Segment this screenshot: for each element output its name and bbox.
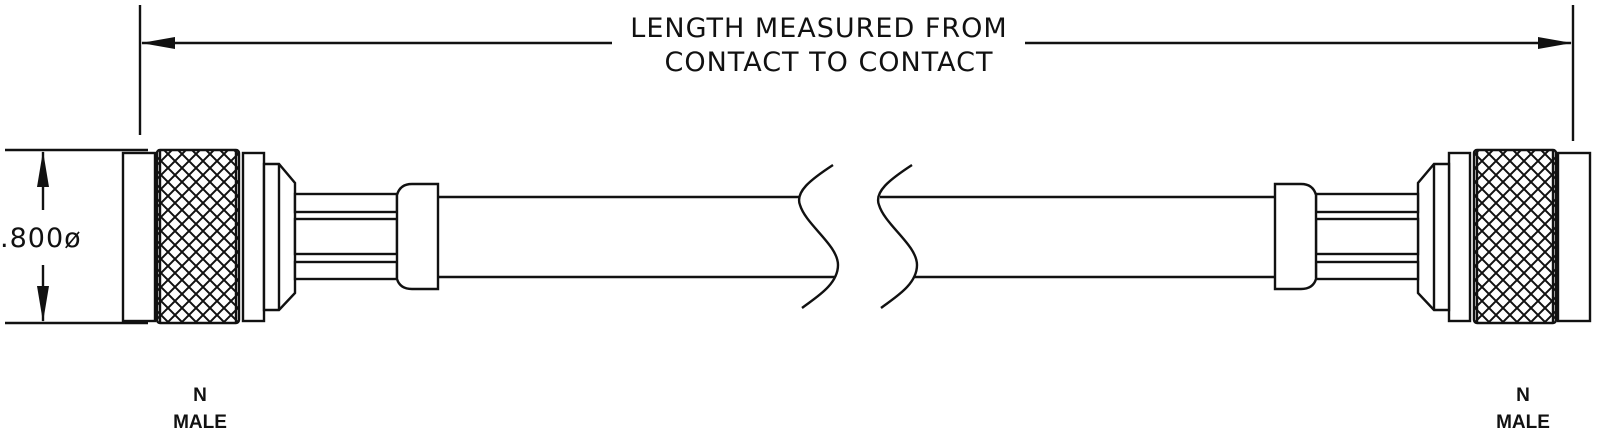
left-connector-gender: MALE bbox=[173, 412, 227, 433]
right-connector-type: N bbox=[1516, 385, 1530, 406]
diameter-dimension: .800ø bbox=[0, 148, 148, 325]
arrow-up-icon bbox=[37, 151, 49, 187]
break-line-left bbox=[797, 163, 840, 309]
length-label-line2: CONTACT TO CONTACT bbox=[665, 47, 994, 78]
left-connector bbox=[121, 148, 440, 325]
arrow-down-icon bbox=[37, 286, 49, 322]
length-label-line1: LENGTH MEASURED FROM bbox=[630, 13, 1007, 44]
arrow-left-icon bbox=[141, 37, 175, 49]
right-connector bbox=[1273, 148, 1592, 325]
left-connector-type: N bbox=[193, 385, 207, 406]
diameter-label: .800ø bbox=[0, 223, 82, 254]
cable bbox=[438, 163, 1275, 309]
length-dimension: LENGTH MEASURED FROM CONTACT TO CONTACT bbox=[138, 5, 1575, 141]
right-connector-gender: MALE bbox=[1496, 412, 1550, 433]
break-line-right bbox=[876, 163, 919, 309]
arrow-right-icon bbox=[1538, 37, 1572, 49]
